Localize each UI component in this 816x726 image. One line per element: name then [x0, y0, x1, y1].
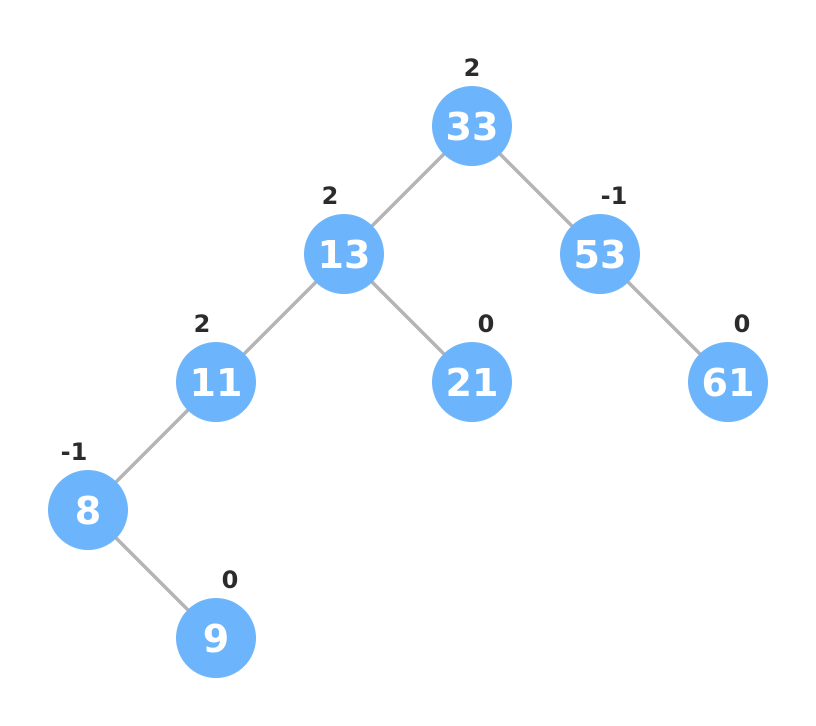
- node-key: 33: [446, 105, 499, 149]
- balance-factor-label: 0: [734, 310, 751, 338]
- tree-node-33: 33 2: [432, 54, 512, 166]
- node-key: 61: [702, 361, 755, 405]
- tree-node-9: 90: [176, 566, 256, 678]
- node-key: 11: [190, 361, 243, 405]
- node-circle: [432, 86, 512, 166]
- balance-factor-label: 2: [194, 310, 211, 338]
- balance-factor-label: -1: [61, 438, 88, 466]
- tree-node-11: 11 2: [176, 310, 256, 422]
- node-key: 53: [574, 233, 627, 277]
- balance-factor-label: -1: [601, 182, 628, 210]
- balance-factor-label: 0: [478, 310, 495, 338]
- tree-node-8: 8 -1: [48, 438, 128, 550]
- tree-node-53: 53 -1: [560, 182, 640, 294]
- balance-factor-label: 2: [322, 182, 339, 210]
- node-circle: [176, 342, 256, 422]
- node-circle: [48, 470, 128, 550]
- node-circle: [688, 342, 768, 422]
- tree-node-13: 13 2: [304, 182, 384, 294]
- tree-node-61: 61 0: [688, 310, 768, 422]
- node-key: 9: [203, 617, 229, 661]
- tree-node-21: 21 0: [432, 310, 512, 422]
- balance-factor-label: 2: [464, 54, 481, 82]
- node-key: 13: [318, 233, 371, 277]
- node-circle: [560, 214, 640, 294]
- node-circle: [432, 342, 512, 422]
- node-key: 8: [75, 489, 101, 533]
- node-circle: [304, 214, 384, 294]
- node-circle: [176, 598, 256, 678]
- node-key: 21: [446, 361, 499, 405]
- balance-factor-label: 0: [222, 566, 239, 594]
